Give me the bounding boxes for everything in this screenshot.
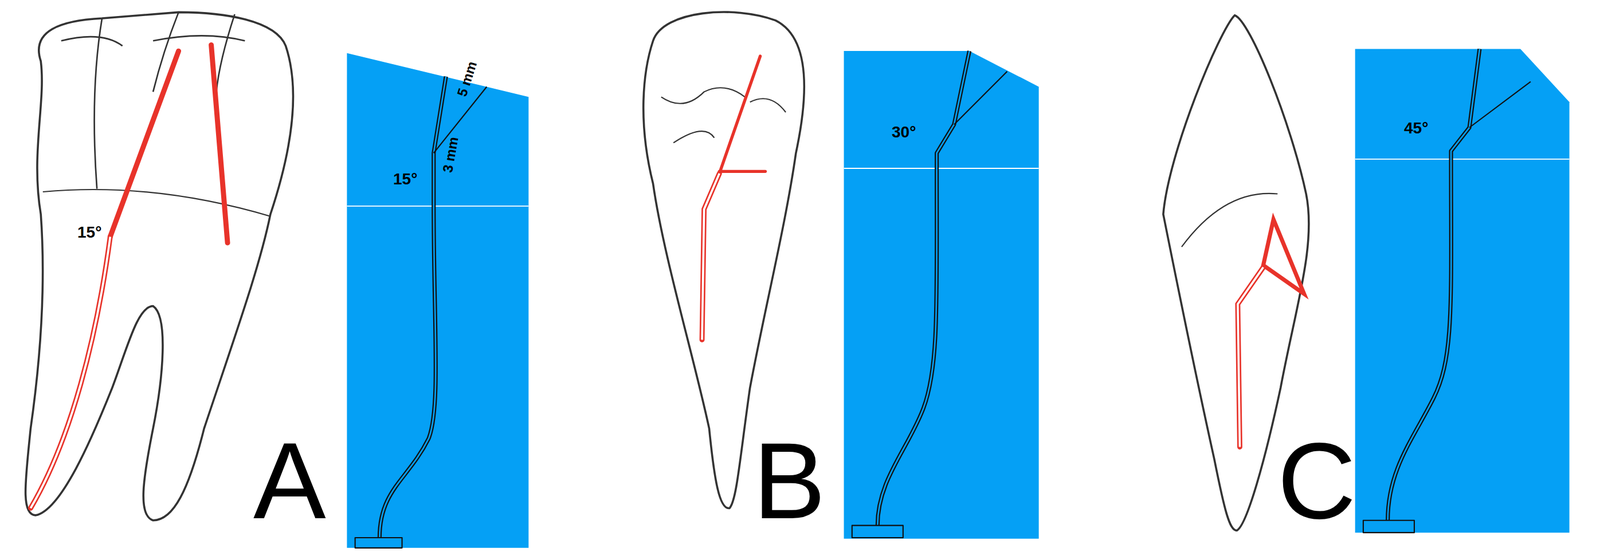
angle-label: 15° bbox=[77, 224, 102, 241]
angle-label: 15° bbox=[393, 171, 418, 188]
panel-letter: A bbox=[253, 426, 327, 536]
angle-label: 30° bbox=[891, 124, 916, 141]
panel-letter: C bbox=[1277, 426, 1356, 536]
angle-label: 45° bbox=[1404, 120, 1429, 137]
panel-letter: B bbox=[753, 426, 826, 536]
